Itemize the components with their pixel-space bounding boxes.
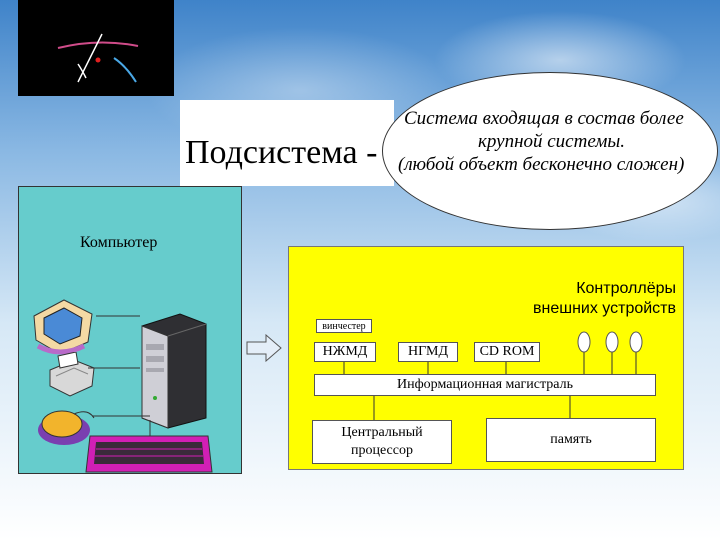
information-bus: Информационная магистраль (314, 374, 656, 396)
definition-line-3: (любой объект бесконечно сложен) (398, 154, 685, 175)
printer-icon (49, 352, 95, 397)
cdrom-controller-box: CD ROM (474, 342, 540, 362)
hdd-controller-box: НЖМД (314, 342, 376, 362)
mouse-icon (38, 410, 95, 445)
logo-image (18, 0, 174, 96)
cpu-line-2: процессор (351, 443, 413, 458)
computer-label: Компьютер (78, 234, 160, 252)
memory-box: память (486, 418, 656, 462)
hdd-label: винчестер (316, 319, 372, 333)
page-title: Подсистема - (185, 134, 378, 171)
keyboard-icon (85, 435, 213, 473)
cpu-box: Центральный процессор (312, 420, 452, 464)
title-background (180, 100, 394, 186)
right-arrow-icon (246, 334, 282, 362)
system-unit-icon (141, 313, 207, 429)
monitor-icon (33, 299, 93, 355)
definition-bubble (382, 72, 718, 230)
definition-line-1: Система входящая в состав более (404, 108, 684, 129)
cpu-line-1: Центральный (341, 425, 423, 440)
definition-line-2: крупной системы. (478, 131, 626, 152)
sky-logo-icon (57, 33, 139, 83)
controllers-title-line-2: внешних устройств (533, 300, 676, 317)
controllers-title: Контроллёры внешних устройств (533, 279, 676, 319)
fdd-controller-box: НГМД (398, 342, 458, 362)
controllers-title-line-1: Контроллёры (576, 280, 676, 297)
